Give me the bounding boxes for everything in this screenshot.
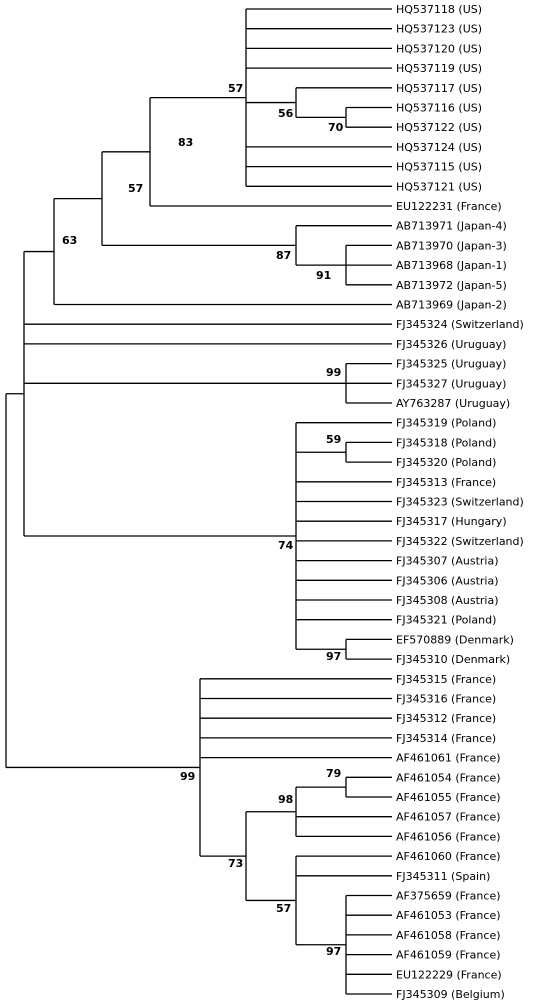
- taxon-label: AF461061 (France): [396, 752, 501, 765]
- taxon-label: FJ345314 (France): [396, 732, 496, 745]
- bootstrap-value: 56: [278, 107, 294, 120]
- taxon-label: HQ537117 (US): [396, 82, 482, 95]
- taxon-label: FJ345318 (Poland): [396, 436, 496, 449]
- taxon-label: HQ537124 (US): [396, 141, 482, 154]
- bootstrap-value: 74: [278, 539, 294, 552]
- taxon-label: HQ537122 (US): [396, 121, 482, 134]
- bootstrap-value: 97: [326, 945, 341, 958]
- taxon-label: HQ537119 (US): [396, 62, 482, 75]
- taxon-label: FJ345322 (Switzerland): [396, 535, 524, 548]
- bootstrap-value: 87: [276, 249, 291, 262]
- bootstrap-value: 57: [276, 902, 291, 915]
- bootstrap-value: 57: [228, 82, 243, 95]
- taxon-label: FJ345315 (France): [396, 673, 496, 686]
- taxon-label: FJ345309 (Belgium): [396, 988, 505, 1000]
- taxon-label: AF461056 (France): [396, 830, 501, 843]
- taxon-label: AF461060 (France): [396, 850, 501, 863]
- bootstrap-value: 97: [326, 650, 341, 663]
- taxon-label: FJ345317 (Hungary): [396, 515, 507, 528]
- taxon-label: HQ537123 (US): [396, 23, 482, 36]
- taxon-label: AB713969 (Japan-2): [396, 299, 507, 312]
- bootstrap-value: 79: [326, 767, 341, 780]
- taxon-label: HQ537115 (US): [396, 161, 482, 174]
- taxon-label: AB713970 (Japan-3): [396, 239, 507, 252]
- taxon-label: FJ345323 (Switzerland): [396, 496, 524, 509]
- taxon-label: FJ345320 (Poland): [396, 456, 496, 469]
- taxon-label: AF461054 (France): [396, 771, 501, 784]
- taxon-label: EU122231 (France): [396, 200, 502, 213]
- taxon-label: HQ537120 (US): [396, 42, 482, 55]
- taxon-label: AF461059 (France): [396, 949, 501, 962]
- taxon-label: AF461053 (France): [396, 909, 501, 922]
- taxon-label: FJ345326 (Uruguay): [396, 338, 506, 351]
- taxon-label: AF375659 (France): [396, 890, 501, 903]
- taxon-label: FJ345319 (Poland): [396, 417, 496, 430]
- taxon-label: EU122229 (France): [396, 968, 502, 981]
- bootstrap-value: 99: [326, 366, 341, 379]
- bootstrap-value: 98: [278, 793, 293, 806]
- taxon-label: EF570889 (Denmark): [396, 633, 514, 646]
- taxon-label: FJ345306 (Austria): [396, 574, 499, 587]
- taxon-label: FJ345324 (Switzerland): [396, 318, 524, 331]
- taxon-label: FJ345311 (Spain): [396, 870, 490, 883]
- bootstrap-value: 91: [316, 269, 331, 282]
- taxon-label: AY763287 (Uruguay): [396, 397, 510, 410]
- bootstrap-value: 73: [228, 857, 243, 870]
- taxon-label: AB713972 (Japan-5): [396, 279, 507, 292]
- bootstrap-value: 99: [180, 770, 195, 783]
- taxon-label: AB713968 (Japan-1): [396, 259, 507, 272]
- taxon-label: FJ345327 (Uruguay): [396, 377, 506, 390]
- taxon-labels: HQ537118 (US) HQ537123 (US) HQ537120 (US) H…: [396, 3, 524, 1000]
- bootstrap-value: 59: [326, 433, 341, 446]
- taxon-label: AF461058 (France): [396, 929, 501, 942]
- taxon-label: FJ345313 (France): [396, 476, 496, 489]
- bootstrap-value: 83: [178, 136, 193, 149]
- bootstrap-value: 70: [328, 121, 344, 134]
- taxon-label: FJ345307 (Austria): [396, 555, 499, 568]
- bootstrap-values: 70 56 57 83 91 87 57 63 99 59 97 74 79 98 97 57 73 99: [62, 82, 344, 958]
- taxon-label: FJ345325 (Uruguay): [396, 358, 506, 371]
- taxon-label: FJ345312 (France): [396, 712, 496, 725]
- taxon-label: FJ345308 (Austria): [396, 594, 499, 607]
- taxon-label: FJ345321 (Poland): [396, 614, 496, 627]
- taxon-label: HQ537121 (US): [396, 180, 482, 193]
- taxon-label: AB713971 (Japan-4): [396, 220, 507, 233]
- taxon-label: FJ345316 (France): [396, 693, 496, 706]
- taxon-label: AF461055 (France): [396, 791, 501, 804]
- bootstrap-value: 63: [62, 234, 77, 247]
- taxon-label: HQ537118 (US): [396, 3, 482, 16]
- taxon-label: FJ345310 (Denmark): [396, 653, 510, 666]
- taxon-label: HQ537116 (US): [396, 102, 482, 115]
- taxon-label: AF461057 (France): [396, 811, 501, 824]
- tree-branches: [5, 8, 392, 995]
- bootstrap-value: 57: [128, 182, 143, 195]
